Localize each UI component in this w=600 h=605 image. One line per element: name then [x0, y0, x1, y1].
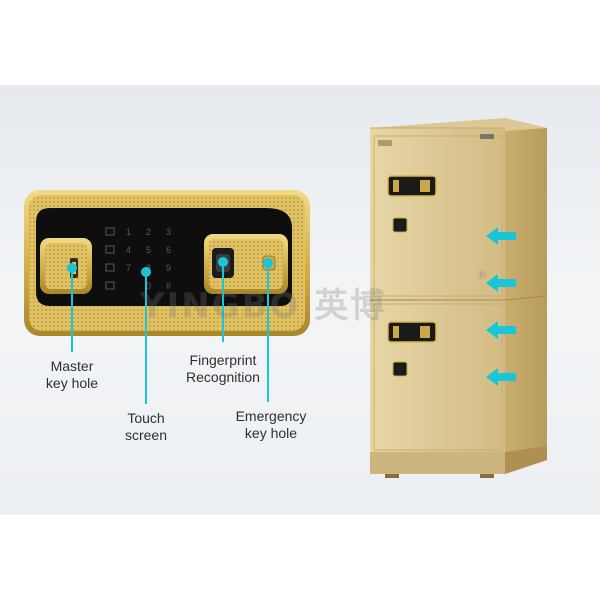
watermark-chinese: 英博 — [314, 286, 387, 326]
fingerprint-plate — [204, 234, 288, 294]
label-master-key-hole: Master key hole — [45, 358, 99, 391]
bolt-arrows — [486, 227, 516, 386]
key-hash: # — [166, 281, 171, 291]
key-7: 7 — [126, 263, 131, 273]
arrow-icon — [486, 368, 516, 386]
label-fingerprint-recognition: Fingerprint Recognition — [186, 352, 260, 385]
key-1: 1 — [126, 227, 131, 237]
watermark-brand: YINGBO — [140, 286, 301, 326]
master-key-hole — [40, 238, 92, 294]
arrow-icon — [486, 274, 516, 292]
key-2: 2 — [146, 227, 151, 237]
upper-door-lock — [387, 175, 437, 233]
label-touch-screen: Touch screen — [124, 410, 168, 443]
cabinet-safe — [370, 118, 548, 478]
brand-watermark: YINGBO 英博 — [140, 278, 386, 327]
key-3: 3 — [166, 227, 171, 237]
arrow-icon — [486, 321, 516, 339]
arrow-icon — [486, 227, 516, 245]
key-4: 4 — [126, 245, 131, 255]
registered-mark: ® — [476, 268, 488, 282]
label-emergency-key-hole: Emergency key hole — [235, 408, 307, 441]
callout-lines — [67, 257, 273, 404]
key-6: 6 — [166, 245, 171, 255]
key-0: 0 — [146, 281, 151, 291]
lower-door-lock — [387, 321, 437, 377]
key-9: 9 — [166, 263, 171, 273]
key-5: 5 — [146, 245, 151, 255]
